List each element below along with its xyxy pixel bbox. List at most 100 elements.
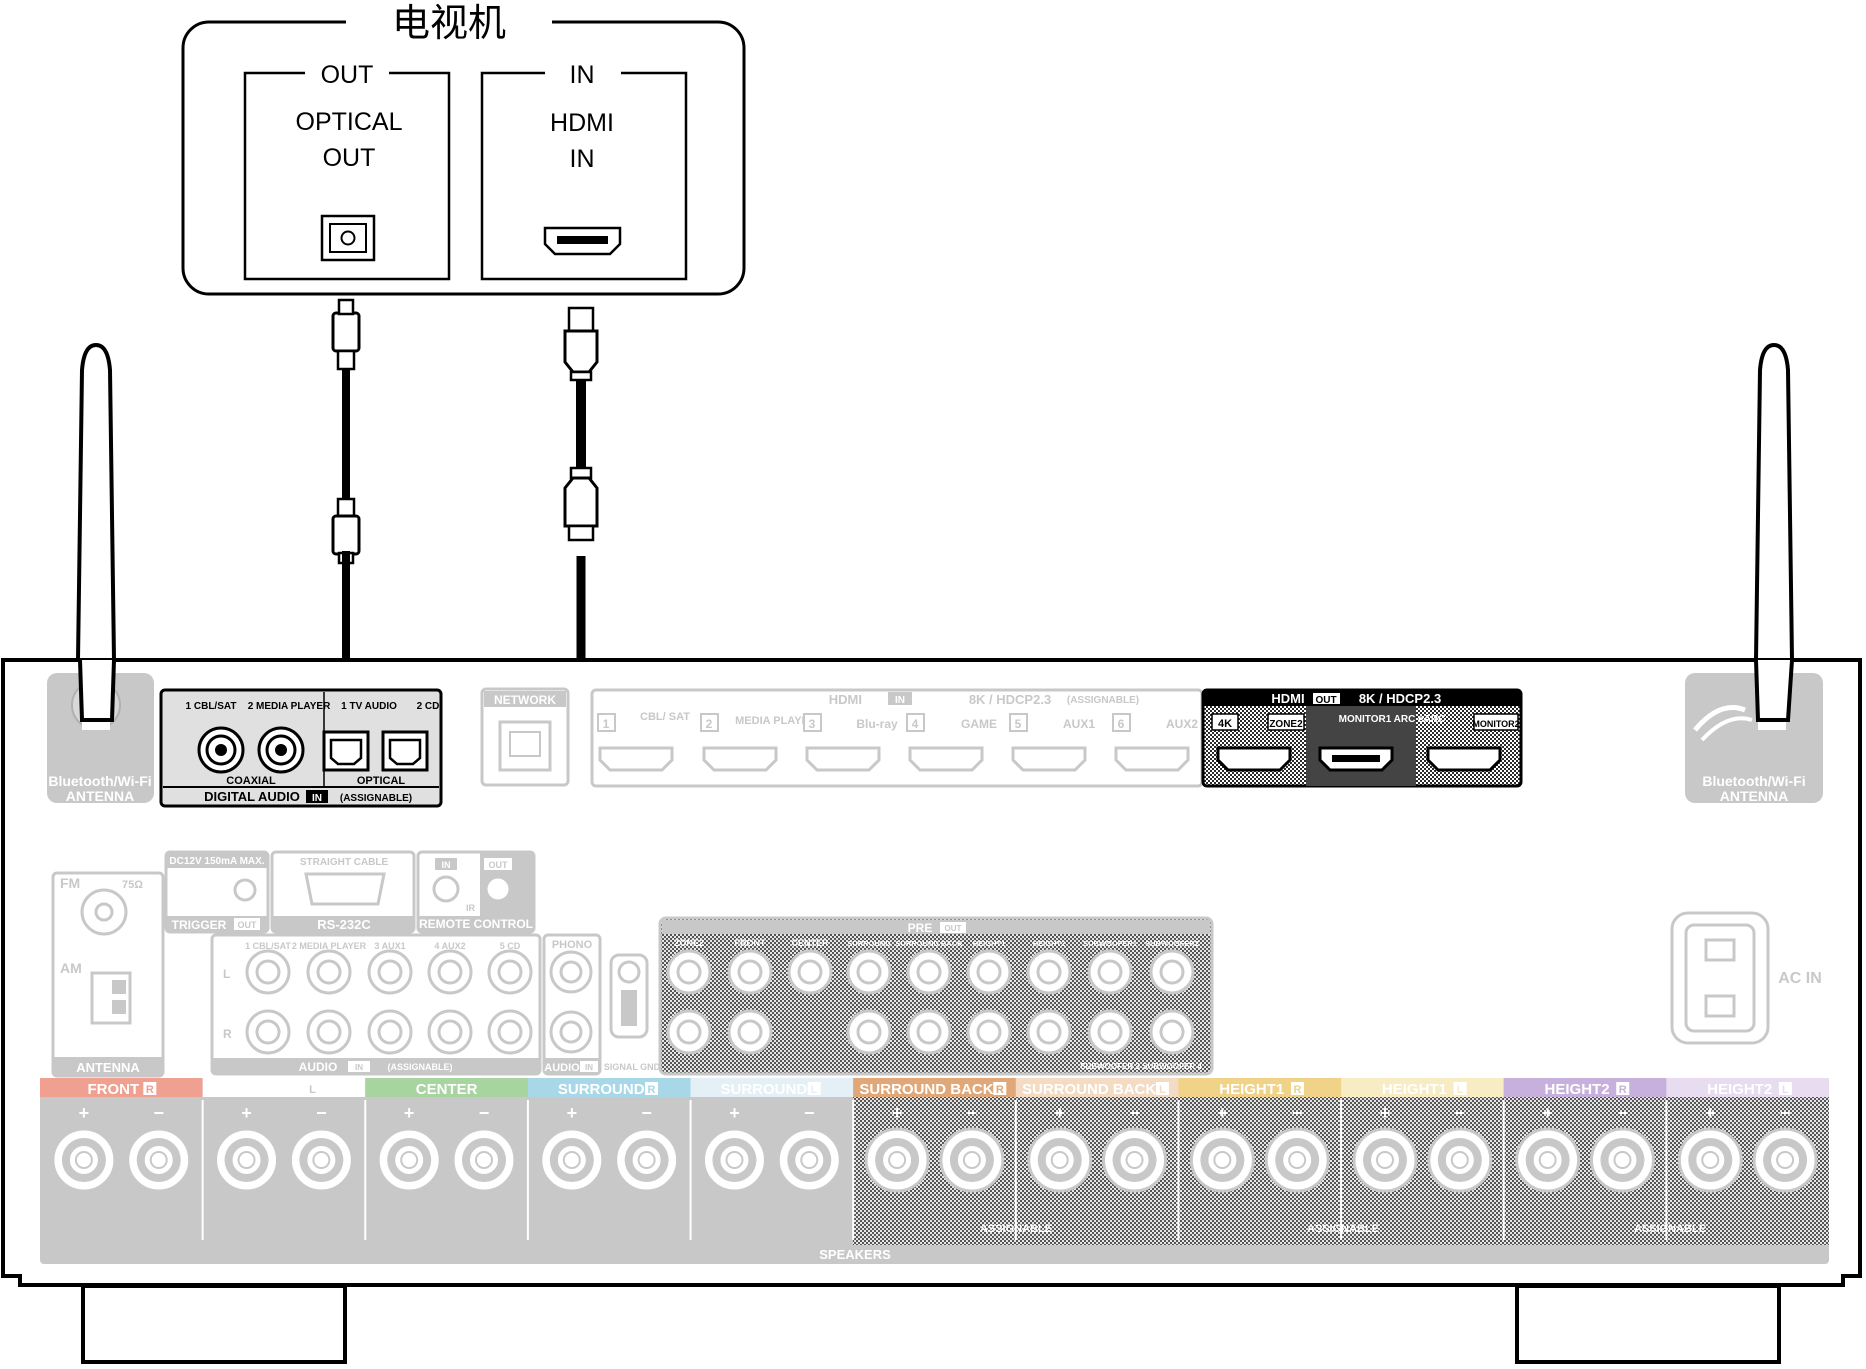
speaker-side-label: L — [1457, 1084, 1464, 1096]
pre-out-jack-2-1[interactable] — [727, 949, 773, 995]
audio-in-jack-2-r[interactable] — [306, 1009, 352, 1055]
speaker-header-bg — [1015, 1078, 1179, 1097]
hdmi-in-2[interactable]: 2 MEDIA PLAYER — [700, 713, 817, 772]
audio-in-jack-4-l[interactable] — [427, 949, 473, 995]
hdmi-in-3-label: Blu-ray — [856, 717, 898, 731]
speaker-terminal-9-minus[interactable] — [1427, 1127, 1493, 1193]
speaker-terminal-11-minus[interactable] — [1752, 1127, 1818, 1193]
audio-in-jack-5-l[interactable] — [487, 949, 533, 995]
trigger-jack[interactable] — [233, 878, 257, 902]
hdmi-in-1-number: 1 — [603, 717, 610, 731]
tv-outline — [181, 20, 746, 296]
audio-in-jack-1-r[interactable] — [245, 1009, 291, 1055]
ac-in-section: AC IN — [1670, 911, 1822, 1045]
speaker-side-bg — [143, 1082, 157, 1095]
speaker-terminal-3-plus[interactable] — [376, 1127, 442, 1193]
pre-out-tag: OUT — [945, 924, 962, 933]
hdmi-out-monitor1-port[interactable] — [1318, 746, 1394, 772]
speaker-channel-name: SURROUND — [558, 1081, 645, 1098]
assignable-label-2: ASSIGNABLE — [1307, 1223, 1379, 1235]
antenna-left-label-2: ANTENNA — [66, 788, 134, 804]
pre-out-jack-9-1[interactable] — [1149, 949, 1195, 995]
remote-section: IN OUT IR REMOTE CONTROL — [416, 850, 536, 934]
speaker-terminal-4-plus[interactable] — [539, 1127, 605, 1193]
speaker-terminal-2-minus[interactable] — [288, 1127, 354, 1193]
am-label: AM — [60, 960, 82, 976]
audio-in-jack-3-l[interactable] — [367, 949, 413, 995]
audio-in-jack-3-r[interactable] — [367, 1009, 413, 1055]
speaker-terminal-3-minus[interactable] — [451, 1127, 517, 1193]
signal-gnd-label: SIGNAL GND — [604, 1062, 661, 1072]
remote-out-jack[interactable] — [484, 875, 512, 903]
hdmi-out-monitor2-port[interactable] — [1426, 746, 1502, 772]
pre-out-jack-2-2[interactable] — [727, 1009, 773, 1055]
rs232c-port[interactable] — [304, 872, 386, 906]
hdmi-in-6[interactable]: 6 AUX2 — [1112, 713, 1198, 772]
pre-out-jack-3-1[interactable] — [787, 949, 833, 995]
audio-in-jack-2-l[interactable] — [306, 949, 352, 995]
hdmi-out-zone2: ZONE2 — [1269, 719, 1303, 730]
speaker-terminal-6-minus[interactable] — [939, 1127, 1005, 1193]
pre-out-jack-8-2[interactable] — [1087, 1009, 1133, 1055]
speaker-channel-name: SURROUND — [721, 1081, 808, 1098]
speaker-terminal-10-plus[interactable] — [1515, 1127, 1581, 1193]
tv-hdmi-port[interactable] — [543, 226, 622, 256]
speaker-terminal-1-plus[interactable] — [51, 1127, 117, 1193]
antenna-left — [75, 342, 117, 662]
speaker-terminal-6-plus[interactable] — [864, 1127, 930, 1193]
pre-out-jack-9-2[interactable] — [1149, 1009, 1195, 1055]
speaker-terminal-9-plus[interactable] — [1352, 1127, 1418, 1193]
pre-out-jack-7-2[interactable] — [1026, 1009, 1072, 1055]
pre-out-jack-1-2[interactable] — [666, 1009, 712, 1055]
pre-out-channel-label: SURROUND — [847, 939, 891, 948]
optical-jack-1[interactable] — [322, 730, 370, 772]
speaker-terminal-11-plus[interactable] — [1677, 1127, 1743, 1193]
pre-out-jack-4-2[interactable] — [846, 1009, 892, 1055]
remote-in-jack[interactable] — [432, 875, 460, 903]
pre-out-jack-8-1[interactable] — [1087, 949, 1133, 995]
audio-in-input-label: 3 AUX1 — [374, 941, 405, 951]
hdmi-in-5[interactable]: 5 AUX1 — [1009, 713, 1095, 772]
audio-in-jack-1-l[interactable] — [245, 949, 291, 995]
speaker-terminal-10-minus[interactable] — [1589, 1127, 1655, 1193]
audio-in-input-label: 2 MEDIA PLAYER — [292, 941, 367, 951]
speaker-terminal-7-minus[interactable] — [1102, 1127, 1168, 1193]
pre-out-jack-5-1[interactable] — [906, 949, 952, 995]
speaker-terminal-4-minus[interactable] — [614, 1127, 680, 1193]
hdmi-in-3[interactable]: 3 Blu-ray — [803, 713, 898, 772]
speaker-minus-label: − — [1129, 1103, 1140, 1123]
speaker-minus-label: − — [1617, 1103, 1628, 1123]
hdmi-in-6-label: AUX2 — [1166, 717, 1198, 731]
pre-out-jack-1-1[interactable] — [666, 949, 712, 995]
coaxial-jack-2[interactable] — [257, 726, 305, 774]
pre-out-jack-6-1[interactable] — [966, 949, 1012, 995]
optical-jack-2[interactable] — [381, 730, 429, 772]
speaker-terminal-5-minus[interactable] — [776, 1127, 842, 1193]
pre-out-jack-6-2[interactable] — [966, 1009, 1012, 1055]
speaker-terminal-1-minus[interactable] — [126, 1127, 192, 1193]
pre-out-jack-5-2[interactable] — [906, 1009, 952, 1055]
hdmi-in-1[interactable]: 1 CBL/ SAT — [597, 711, 690, 772]
pre-out-channel-label: SUBWOOFER1 — [1083, 939, 1137, 948]
hdmi-in-spec: 8K / HDCP2.3 — [969, 692, 1051, 707]
speaker-terminal-8-plus[interactable] — [1189, 1127, 1255, 1193]
coaxial-jack-1[interactable] — [197, 726, 245, 774]
speaker-terminal-8-minus[interactable] — [1264, 1127, 1330, 1193]
pre-out-jack-7-1[interactable] — [1026, 949, 1072, 995]
pre-out-jack-4-1[interactable] — [846, 949, 892, 995]
antenna-base-right: Bluetooth/Wi-Fi ANTENNA — [1685, 670, 1823, 804]
speaker-terminal-2-plus[interactable] — [214, 1127, 280, 1193]
network-port[interactable]: NETWORK — [480, 687, 570, 787]
hdmi-in-4[interactable]: 4 GAME — [906, 713, 997, 772]
network-label: NETWORK — [494, 693, 556, 707]
hdmi-out-zone2-port[interactable] — [1216, 746, 1292, 772]
speaker-side-label: L — [1782, 1084, 1789, 1096]
speaker-minus-label: − — [1455, 1103, 1466, 1123]
tv-optical-port[interactable] — [320, 214, 376, 262]
audio-in-jack-5-r[interactable] — [487, 1009, 533, 1055]
tv-hdmi-label-1: HDMI — [550, 109, 614, 137]
speaker-terminal-7-plus[interactable] — [1027, 1127, 1093, 1193]
audio-in-jack-4-r[interactable] — [427, 1009, 473, 1055]
speaker-terminal-5-plus[interactable] — [701, 1127, 767, 1193]
digital-input-4: 2 CD — [417, 701, 440, 712]
